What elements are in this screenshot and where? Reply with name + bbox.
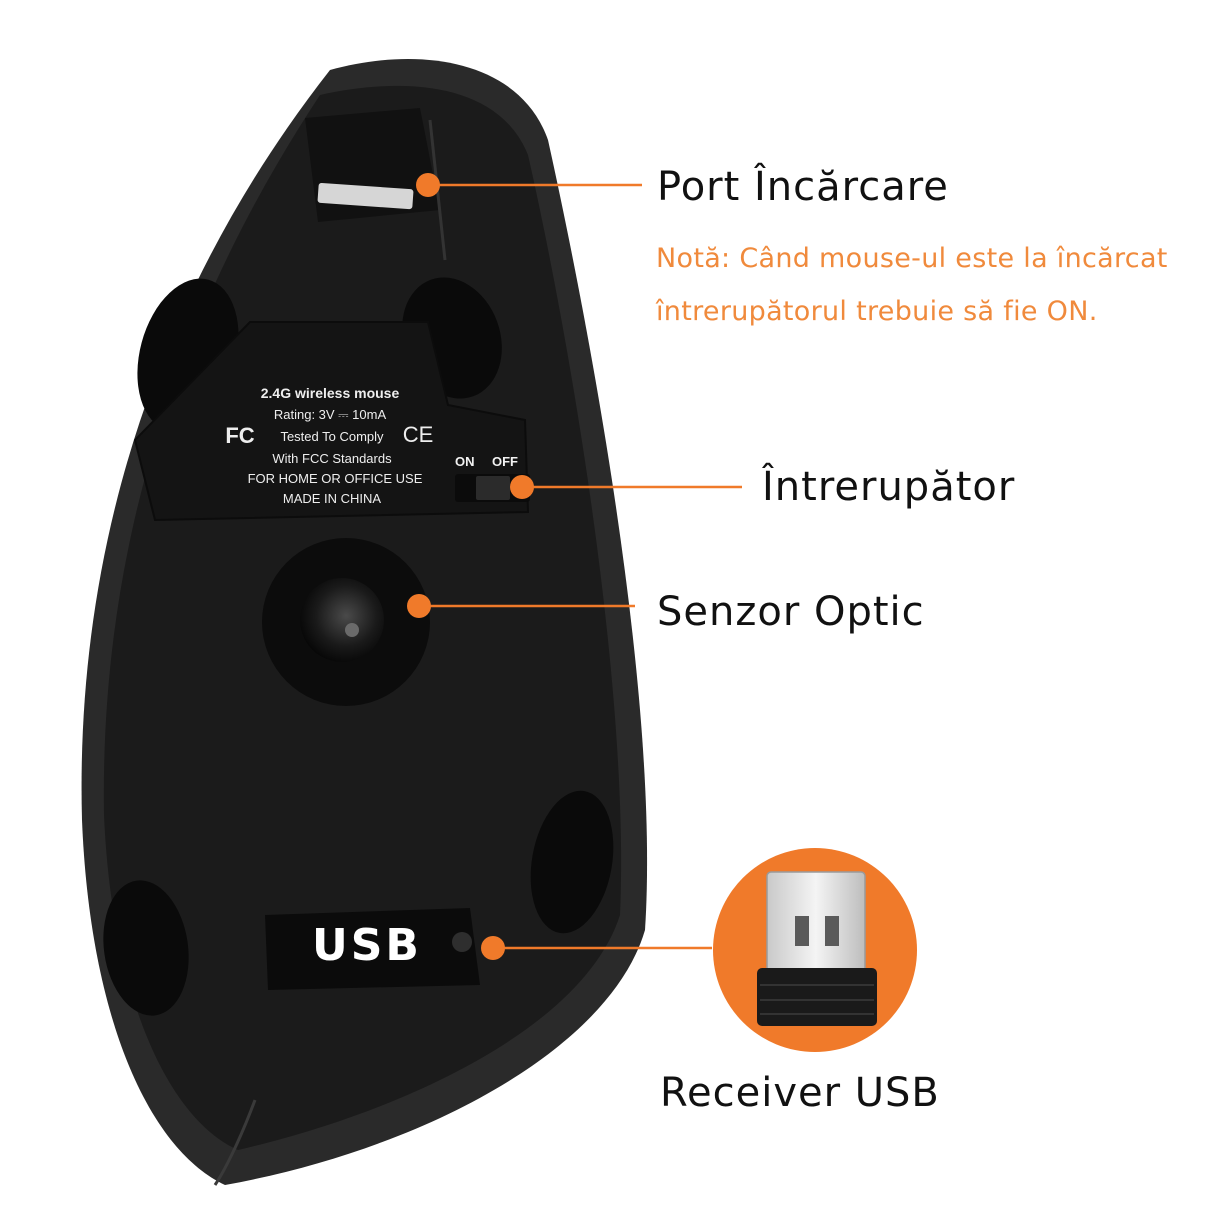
optical-sensor-lens (300, 578, 384, 662)
callout-usb-receiver: Receiver USB (660, 1070, 940, 1116)
charging-note-line-2: întrerupătorul trebuie să fie ON. (656, 296, 1098, 327)
mouse-foot (103, 880, 189, 1016)
sticker-line-3: Tested To Comply (280, 429, 384, 444)
sticker-line-1: 2.4G wireless mouse (260, 385, 400, 401)
switch-on-label: ON (455, 454, 475, 469)
callout-lines (418, 183, 742, 950)
callout-dot (416, 173, 440, 197)
power-switch-knob (476, 476, 510, 500)
label-sticker-area (133, 321, 530, 522)
ce-logo: CE (402, 422, 434, 447)
usb-bay (265, 908, 480, 990)
usb-receiver-icon (757, 871, 877, 1026)
charging-port-connector (317, 182, 414, 210)
callout-optical-sensor: Senzor Optic (657, 589, 925, 635)
mouse-foot (530, 790, 614, 934)
callout-dot (481, 936, 505, 960)
callout-dot (510, 475, 534, 499)
callout-charging-port: Port Încărcare (657, 164, 949, 210)
switch-off-label: OFF (492, 454, 518, 469)
sticker-line-5: FOR HOME OR OFFICE USE (247, 471, 423, 486)
sticker-line-6: MADE IN CHINA (282, 491, 382, 506)
callout-dot (407, 594, 431, 618)
usb-bay-label: USB (312, 920, 422, 971)
callout-switch: Întrerupător (762, 464, 1016, 510)
sticker-line-2: Rating: 3V ⎓ 10mA (273, 407, 387, 422)
sticker-line-4: With FCC Standards (272, 451, 392, 466)
charging-note-line-1: Notă: Când mouse-ul este la încărcat (656, 243, 1168, 274)
fcc-logo: FC (225, 423, 255, 448)
